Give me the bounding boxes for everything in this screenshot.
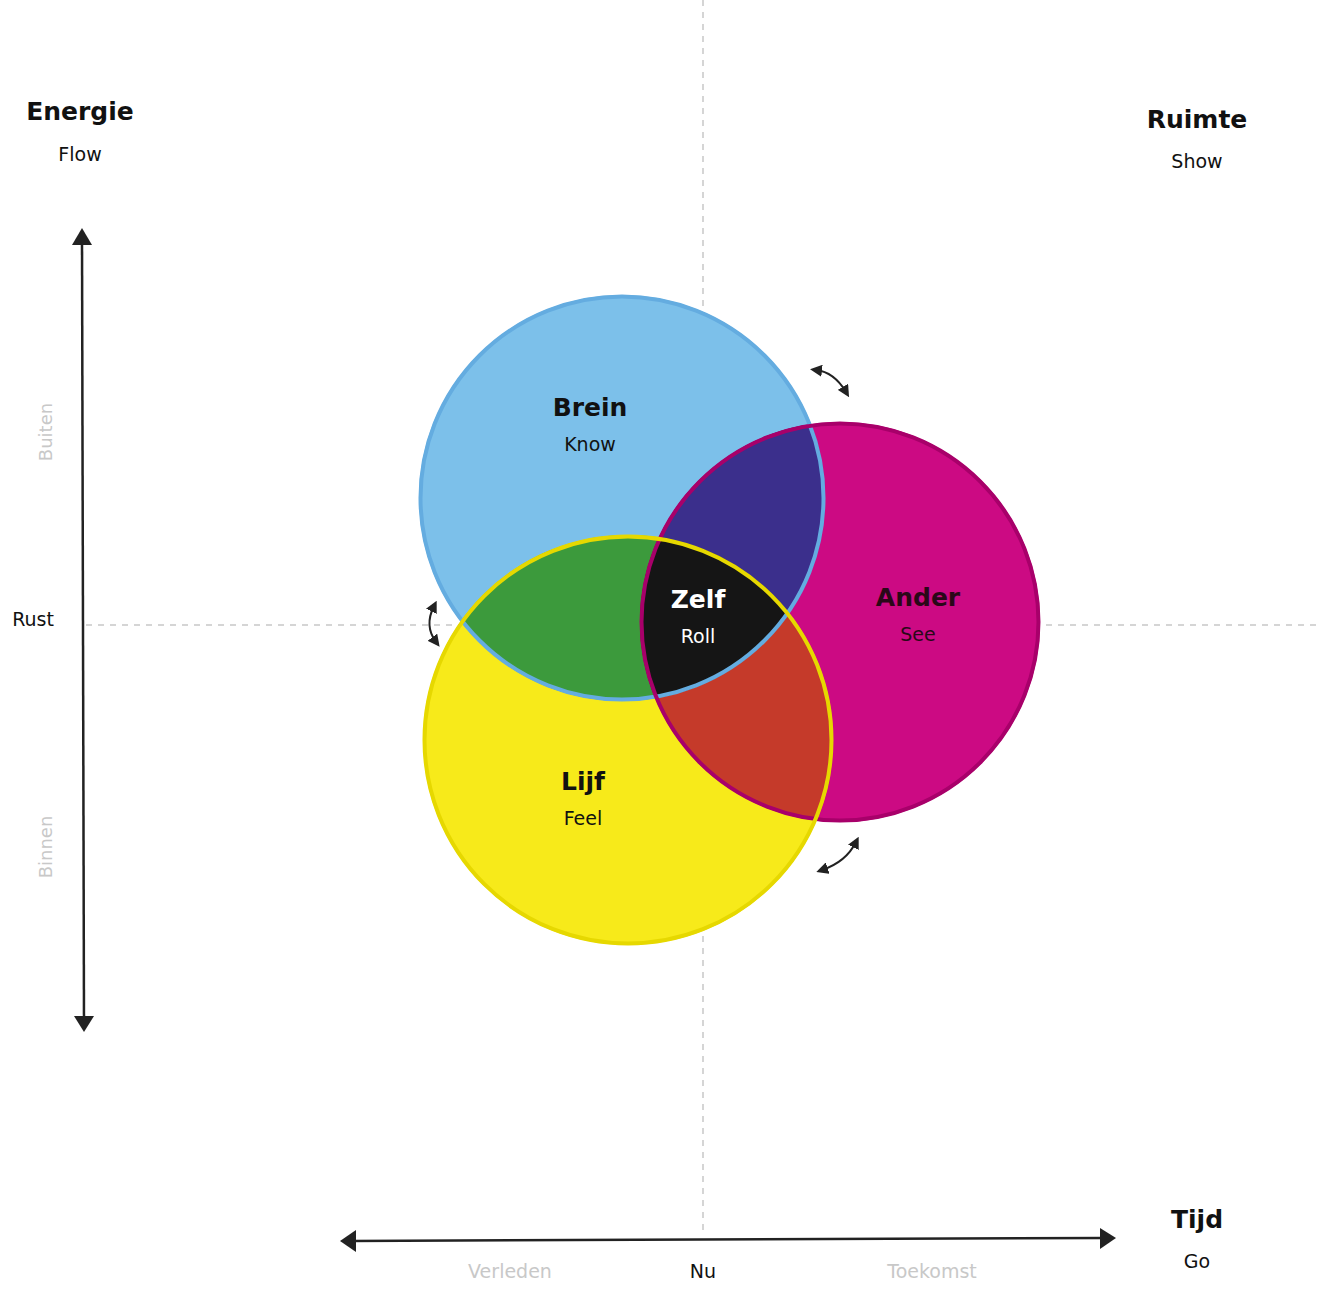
node-title: Ander xyxy=(876,584,960,613)
axis-pole: Toekomst xyxy=(887,1261,977,1283)
axis-subtitle: Go xyxy=(1184,1251,1210,1273)
axis-subtitle: Flow xyxy=(58,144,101,166)
node-title: Brein xyxy=(553,394,628,423)
axis-pole: Verleden xyxy=(468,1261,552,1283)
circle-outline xyxy=(419,295,825,701)
node-subtitle: Roll xyxy=(681,626,716,648)
axis-pole: Buiten xyxy=(36,403,57,461)
node-title: Zelf xyxy=(671,586,726,615)
zelf-lens: ZelfRoll xyxy=(636,558,760,682)
axis-pole: Binnen xyxy=(36,816,57,879)
axis-subtitle: Show xyxy=(1171,151,1222,173)
ander-circle: AnderSee xyxy=(640,422,1040,822)
brein-circle: BreinKnow xyxy=(419,295,825,701)
axis-title: Energie xyxy=(26,98,134,127)
circle-outline xyxy=(640,422,1040,822)
node-title: Lijf xyxy=(561,768,605,797)
node-subtitle: Feel xyxy=(564,808,603,830)
axis-title: Tijd xyxy=(1171,1206,1223,1235)
axis-center: Nu xyxy=(690,1261,716,1283)
node-subtitle: See xyxy=(900,624,935,646)
circle-outline xyxy=(423,535,833,945)
axis-center: Rust xyxy=(12,609,54,631)
lijf-circle: LijfFeel xyxy=(423,535,833,945)
axis-title: Ruimte xyxy=(1147,106,1248,135)
node-subtitle: Know xyxy=(564,434,616,456)
